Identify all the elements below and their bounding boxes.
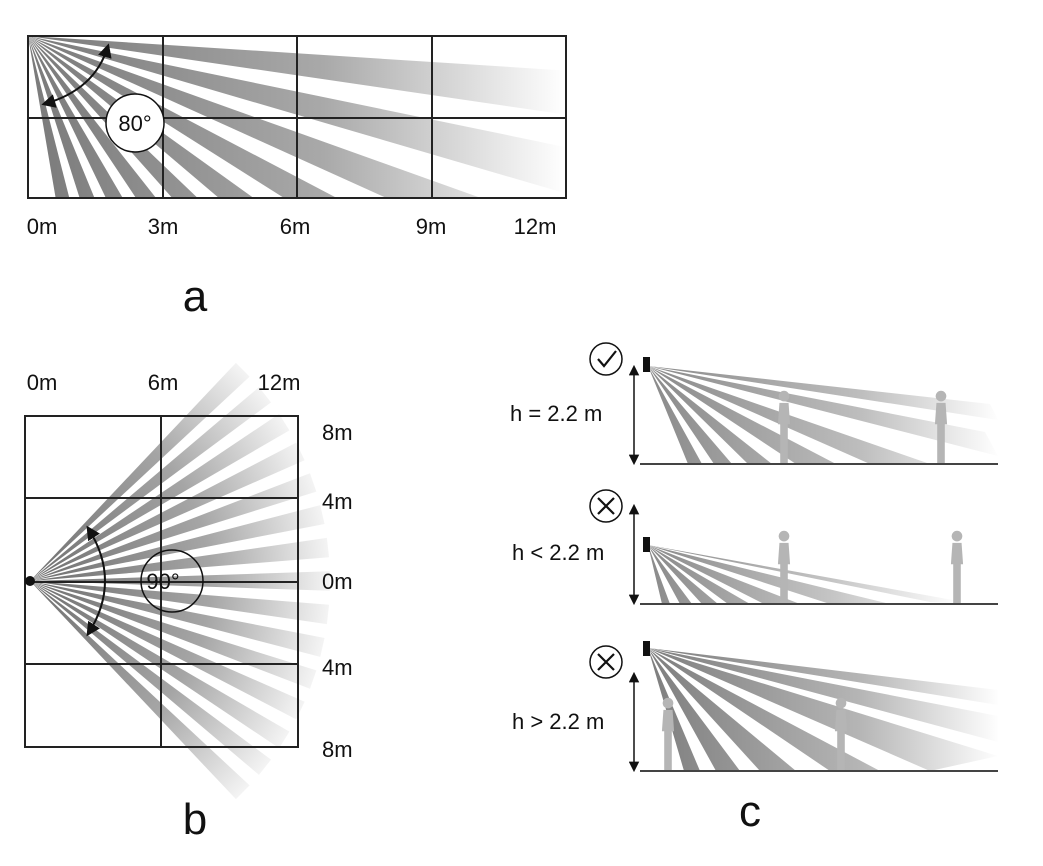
panel-a-angle-label: 80° [118,111,151,136]
panel-b-letter: b [183,795,207,844]
panel-a-angle-badge [105,93,165,153]
undefined [648,366,998,420]
panel-c-row-too-high: h > 2.2 m [512,641,998,773]
panel-b-side-label: 0m [322,569,353,594]
panel-c-row-3-beams [648,648,998,771]
panel-a-distance-label: 6m [280,214,311,239]
detection-beam [30,362,250,581]
undefined [648,366,836,464]
panel-c-row-too-low: h < 2.2 m [512,489,998,606]
panel-a-distance-label: 9m [416,214,447,239]
detection-beam [28,36,337,198]
check-icon [589,342,623,376]
undefined [648,648,998,742]
panel-b-side-axis: 8m 4m 0m 4m 8m [322,420,353,762]
panel-c-row-1-people [777,390,948,464]
panel-c-letter: c [739,787,761,836]
detection-beam [30,581,250,800]
undefined [648,545,718,604]
panel-b-angle-label: 90° [146,569,179,594]
cross-mark [597,653,615,671]
undefined [648,545,670,604]
undefined [648,545,692,604]
undefined [648,648,998,771]
person-figure [777,530,791,604]
sensor-device [643,537,650,552]
sensor-device [643,641,650,656]
panel-b-top-view: 90° 0m 6m 12m 8m 4m 0m 4m 8m b [24,362,353,844]
panel-b-top-axis: 0m 6m 12m [27,370,301,395]
person-figure [950,530,964,604]
check-mark [597,350,617,368]
panel-c-row-2-beams [648,545,975,604]
panel-b-side-label: 4m [322,489,353,514]
undefined [648,545,975,604]
panel-b-angle-badge [140,549,204,613]
panel-b-top-label: 6m [148,370,179,395]
detection-beam [28,36,123,198]
undefined [648,648,700,771]
undefined [648,648,880,771]
undefined [648,366,772,464]
panel-b-side-label: 8m [322,737,353,762]
panel-b-side-label: 4m [322,655,353,680]
panel-a-distance-axis: 0m 3m 6m 9m 12m [27,214,557,239]
undefined [648,648,796,771]
undefined [648,366,998,456]
person-figure [934,390,948,464]
panel-a-top-view: 80° 0m 3m 6m 9m 12m a [27,35,567,321]
panel-c-row-3-people [661,697,848,771]
condition-label: h > 2.2 m [512,709,604,734]
undefined [648,648,998,705]
sensor-device [643,357,650,372]
cross-mark [597,497,615,515]
panel-b-side-label: 8m [322,420,353,445]
panel-c-row-2-people [777,530,964,604]
undefined [648,648,740,771]
detection-beam [28,36,198,198]
panel-a-letter: a [183,272,208,321]
undefined [648,545,800,604]
panel-b-top-label: 12m [258,370,301,395]
panel-b-sensor-dot [25,576,35,586]
panel-b-grid [24,415,299,748]
condition-label: h < 2.2 m [512,540,604,565]
panel-a-angle-arrow [41,43,112,108]
panel-a-distance-label: 12m [514,214,557,239]
panel-c-side-view: h = 2.2 m h < 2.2 m [510,342,998,836]
undefined [648,545,750,604]
person-figure [834,697,848,771]
undefined [648,545,890,604]
undefined [648,366,702,464]
panel-a-distance-label: 3m [148,214,179,239]
person-figure [777,390,791,464]
panel-b-top-label: 0m [27,370,58,395]
panel-a-distance-label: 0m [27,214,58,239]
panel-b-angle-arrow [86,525,106,637]
person-figure [661,697,675,771]
undefined [648,366,732,464]
panel-c-row-correct: h = 2.2 m [510,342,998,466]
condition-label: h = 2.2 m [510,401,602,426]
